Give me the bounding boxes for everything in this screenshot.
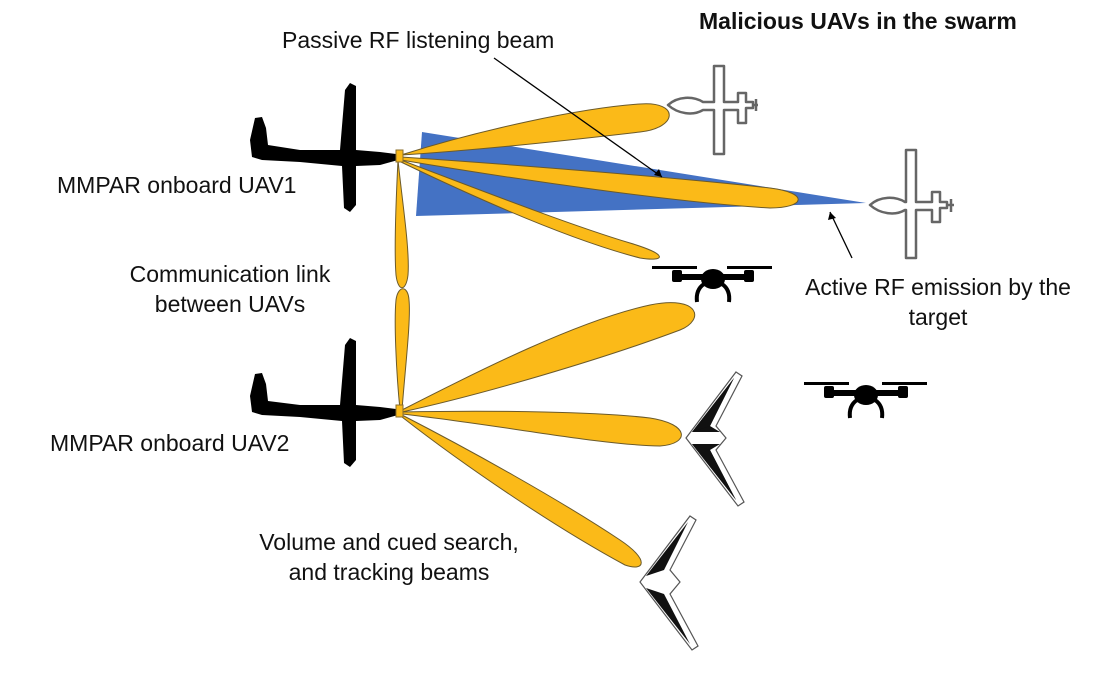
uav1-label: MMPAR onboard UAV1 bbox=[57, 172, 297, 198]
uav2-label: MMPAR onboard UAV2 bbox=[50, 430, 290, 456]
pointer-active-emission bbox=[828, 211, 853, 259]
flying-wing-1-icon bbox=[685, 371, 745, 507]
uav1-beams bbox=[394, 103, 799, 289]
uav2-beams bbox=[394, 288, 696, 568]
active-emission-label-line1: Active RF emission by the bbox=[805, 274, 1071, 300]
glider-uav2-icon bbox=[250, 338, 404, 467]
beam-to-flying-wing-1 bbox=[401, 410, 682, 447]
active-emission-label-line2: target bbox=[908, 304, 968, 330]
phased-array-uav2 bbox=[395, 404, 404, 418]
passive-listening-beam bbox=[400, 156, 799, 209]
flying-wing-2-icon bbox=[639, 515, 699, 651]
search-beams-label: Volume and cued search, and tracking bea… bbox=[250, 527, 528, 587]
beam-to-flying-wing-2 bbox=[401, 414, 642, 568]
beam-to-fixed-wing-1 bbox=[400, 103, 670, 156]
search-beams-label-line1: Volume and cued search, bbox=[259, 529, 519, 555]
active-emission-label: Active RF emission by the target bbox=[790, 272, 1086, 332]
comm-link-beam-lower bbox=[394, 288, 410, 411]
glider-uav1-icon bbox=[250, 83, 404, 212]
passive-beam-label: Passive RF listening beam bbox=[282, 27, 555, 53]
phased-array-uav1 bbox=[395, 149, 404, 163]
fixed-wing-uav-2-icon bbox=[868, 148, 954, 260]
comm-link-beam-upper bbox=[394, 159, 409, 289]
comm-link-label-line1: Communication link bbox=[129, 261, 331, 287]
quadcopter-2-icon bbox=[804, 382, 927, 419]
fixed-wing-uav-1-icon bbox=[666, 64, 758, 156]
beam-upper-search bbox=[401, 302, 696, 413]
comm-link-label: Communication link between UAVs bbox=[110, 259, 350, 319]
beam-to-quadcopter-1 bbox=[400, 159, 660, 260]
diagram-title: Malicious UAVs in the swarm bbox=[699, 8, 1017, 34]
pointer-passive-beam bbox=[493, 57, 663, 178]
comm-link-label-line2: between UAVs bbox=[154, 291, 306, 317]
quadcopter-1-icon bbox=[652, 266, 772, 303]
search-beams-label-line2: and tracking beams bbox=[288, 559, 490, 585]
